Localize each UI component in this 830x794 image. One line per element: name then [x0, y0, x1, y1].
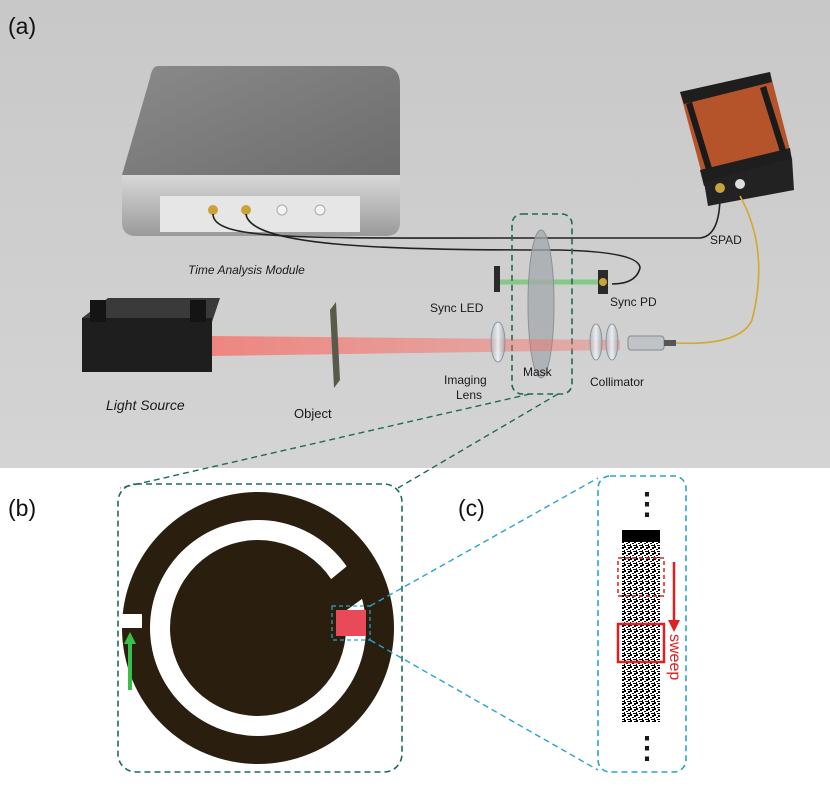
zoom-line — [369, 477, 599, 607]
time-analysis-module-label: Time Analysis Module — [188, 263, 305, 277]
collimator — [589, 323, 676, 361]
imaging-lens-label-1: Imaging — [444, 373, 487, 387]
ellipsis-top: ⋮ — [632, 488, 662, 521]
ellipsis-bottom: ⋮ — [632, 732, 662, 765]
zoom-line — [397, 393, 559, 489]
imaging-lens-label-2: Lens — [456, 388, 482, 402]
mask-pattern — [122, 492, 394, 764]
cable — [212, 194, 721, 239]
mask-disc-side — [527, 229, 555, 379]
previous-window — [617, 557, 665, 597]
patch-outline — [331, 605, 371, 641]
code-zoom-box — [597, 475, 687, 773]
panel-label-b: (b) — [8, 495, 36, 521]
mask-label: Mask — [523, 365, 553, 379]
zoom-line — [119, 393, 531, 489]
zoom-line — [369, 639, 599, 771]
spad-label: SPAD — [710, 233, 742, 247]
connector-icon — [208, 205, 218, 215]
highlight-patch — [336, 610, 366, 636]
sync-led-label: Sync LED — [430, 301, 484, 315]
cable — [245, 213, 641, 285]
panel-label-c: (c) — [458, 495, 485, 521]
fiber — [675, 195, 760, 345]
laser-beam — [212, 336, 620, 356]
object-label: Object — [294, 406, 332, 421]
spad-device — [680, 72, 794, 206]
mask-zoom-box — [117, 483, 403, 773]
rotation-arrow-head — [124, 632, 136, 644]
light-source-label: Light Source — [106, 397, 185, 413]
current-window — [616, 622, 666, 664]
time-analysis-module — [122, 66, 400, 236]
sync-pd — [598, 270, 608, 294]
code-strip — [622, 542, 660, 722]
object-slide — [330, 302, 340, 388]
sweep-arrow-head — [668, 620, 680, 632]
panel-label-a: (a) — [8, 13, 36, 39]
sync-pd-label: Sync PD — [610, 295, 657, 309]
imaging-lens — [490, 321, 506, 363]
mask-highlight-box — [511, 213, 573, 395]
connector-icon — [241, 205, 251, 215]
sync-led — [494, 266, 500, 292]
code-strip-header — [622, 530, 660, 542]
sweep-label: sweep — [666, 634, 683, 680]
light-source — [82, 298, 220, 372]
collimator-label: Collimator — [590, 375, 644, 389]
